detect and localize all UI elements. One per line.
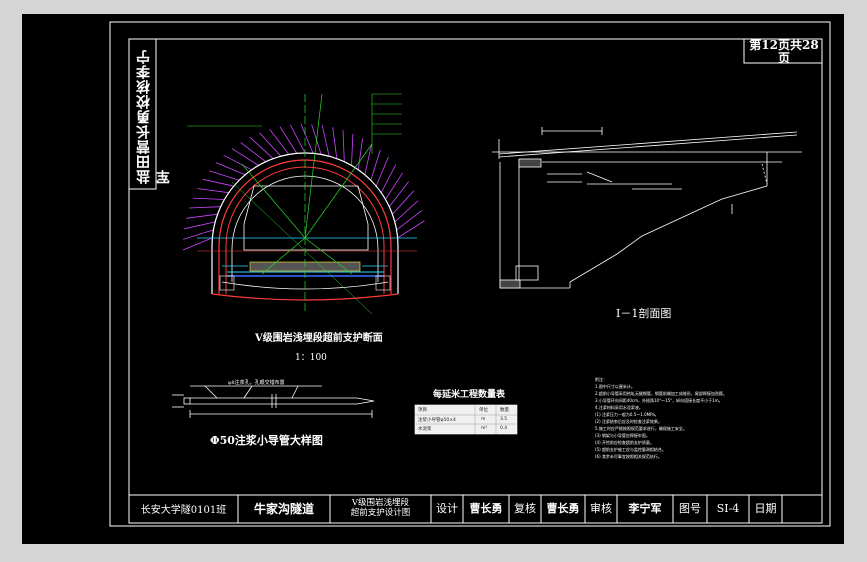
advance-pipe	[375, 156, 389, 187]
advance-pipe	[290, 124, 306, 154]
note-line: 2.超前小导管采用热轧无缝钢管，钢管前端加工成锥形，尾部焊接加劲箍。	[595, 391, 727, 396]
advance-pipe	[269, 129, 290, 155]
clearance-envelope	[243, 185, 369, 251]
drawing-name-line2: 超前支护设计图	[350, 508, 411, 518]
table-header-item: 项目	[418, 408, 427, 413]
advance-pipe	[240, 142, 266, 163]
advance-pipe	[249, 136, 274, 159]
table-row-2-item: 水泥浆	[418, 427, 432, 432]
page-header: 第12页共28页	[749, 38, 819, 65]
advance-pipe	[392, 190, 415, 215]
tunnel-section-scale: 1：100	[295, 353, 327, 363]
advance-pipe	[208, 170, 240, 181]
note-line: 3.小导管环向间距40cm，外插角10°～15°，纵向搭接长度不小于1m。	[595, 398, 723, 403]
advance-pipe	[223, 154, 252, 171]
design-name: 曹长勇	[469, 502, 503, 515]
advance-pipe	[184, 221, 216, 230]
date-label: 日期	[754, 502, 777, 515]
advance-pipe-fan	[182, 123, 425, 251]
note-line: (1) 注浆压力一般为0.5～1.0MPa。	[595, 412, 659, 417]
inner-frame	[128, 38, 823, 524]
pipe-detail-caption: φ8注浆孔，孔眼交错布置	[228, 380, 285, 386]
note-line: (5) 超前支护施工应与监控量测相结合。	[595, 447, 666, 452]
notes-heading: 附注：	[595, 377, 607, 382]
table-header-qty: 数量	[500, 408, 509, 413]
tunnel-section-title: V级围岩浅埋段超前支护断面	[255, 333, 383, 344]
table-row-1-unit: m	[481, 417, 486, 422]
table-row-2-qty: 0.4	[500, 426, 508, 431]
advance-pipe	[197, 188, 229, 194]
audit-name: 李宁军	[628, 502, 662, 515]
advance-pipe	[279, 126, 298, 154]
advance-pipe	[351, 133, 354, 166]
advance-pipe	[215, 162, 246, 176]
outer-frame	[109, 21, 831, 527]
table-header-unit: 单位	[479, 408, 488, 413]
advance-pipe	[189, 206, 221, 209]
advance-pipe	[300, 123, 314, 154]
review-name: 曹长勇	[546, 502, 580, 515]
tunnel-section-drawing	[182, 93, 425, 315]
drawing-no-label: 图号	[679, 502, 701, 515]
note-line: 4.注浆材料采用水泥浆液。	[595, 405, 643, 410]
advance-pipe	[394, 200, 419, 223]
cad-drawing-canvas: 盐田营长勇校核李宁军 第12页共28页 V级围岩浅埋段超前支护断面 1：100 …	[22, 14, 844, 544]
side-title-box	[128, 38, 157, 190]
advance-pipe	[186, 213, 218, 219]
note-line: 5.施工时应严格按照规范要求进行，确保施工安全。	[595, 426, 687, 431]
drawing-svg	[109, 21, 831, 527]
note-line: (6) 其余未尽事宜按照相关规范执行。	[595, 454, 662, 459]
pipe-detail-drawing	[172, 385, 375, 418]
audit-label: 审核	[590, 502, 612, 515]
advance-pipe	[357, 138, 363, 170]
quantity-table-title: 每延米工程数量表	[433, 390, 506, 400]
title-project: 牛家沟隧道	[253, 501, 314, 516]
section-1-1-title: I－1剖面图	[616, 307, 672, 320]
advance-pipe	[231, 148, 259, 166]
quantity-table-box	[414, 404, 518, 435]
notes-block: 附注： 1.图中尺寸以厘米计。 2.超前小导管采用热轧无缝钢管，钢管前端加工成锥…	[595, 376, 810, 460]
review-label: 复核	[514, 502, 536, 515]
advance-pipe	[342, 130, 345, 162]
title-drawing-name: V级围岩浅埋段 超前支护设计图	[330, 496, 431, 520]
note-line: 1.图中尺寸以厘米计。	[595, 384, 635, 389]
page-header-box	[743, 38, 823, 64]
side-title: 盐田营长勇校核李宁军	[136, 49, 172, 184]
note-line: (3) 钢架与小导管应焊接牢固。	[595, 433, 650, 438]
drawing-name-line1: V级围岩浅埋段	[351, 498, 410, 508]
advance-pipe	[332, 127, 338, 159]
table-row-2-unit: m³	[481, 426, 488, 431]
title-school: 长安大学隧0101班	[140, 504, 227, 516]
table-row-1-qty: 3.5	[500, 417, 508, 422]
section-1-1-drawing	[492, 127, 802, 289]
advance-pipe	[364, 143, 373, 175]
advance-pipe	[182, 237, 213, 251]
advance-pipe	[192, 197, 225, 200]
title-block-grid	[129, 494, 822, 523]
note-line: (2) 注浆结束后应及时检查注浆效果。	[595, 419, 662, 424]
table-row-1-item: 注浆小导管φ50×4	[418, 418, 456, 423]
advance-pipe	[396, 210, 422, 231]
advance-pipe	[202, 178, 234, 187]
advance-pipe	[385, 172, 403, 200]
advance-pipe	[388, 181, 409, 207]
pipe-detail-title: Φ50注浆小导管大样图	[210, 434, 323, 447]
advance-pipe	[259, 132, 282, 157]
advance-pipe	[321, 125, 330, 157]
advance-pipe	[370, 149, 381, 181]
design-label: 设计	[436, 502, 458, 515]
advance-pipe	[397, 220, 425, 239]
drawing-no: SI-4	[716, 501, 740, 515]
advance-pipe	[380, 164, 397, 193]
advance-pipe	[183, 229, 214, 240]
note-line: (4) 开挖前应检查超前支护质量。	[595, 440, 654, 445]
